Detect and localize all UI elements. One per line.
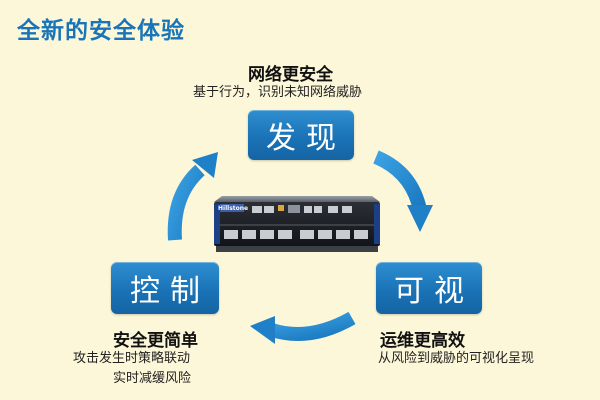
arrow-control-to-discover xyxy=(167,164,205,241)
arrow-visualize-to-control xyxy=(269,311,356,341)
arrow-discover-to-visualize-head xyxy=(407,205,433,232)
device-brand-label: Hillstone xyxy=(218,205,249,212)
badge-control: 控制 xyxy=(111,262,219,314)
arrow-control-to-discover-head xyxy=(192,152,218,178)
right-description: 从风险到威胁的可视化呈现 xyxy=(378,351,535,366)
badge-visualize: 可视 xyxy=(376,262,482,314)
arrow-visualize-to-control-head xyxy=(250,316,275,344)
top-description: 基于行为，识别未知网络威胁 xyxy=(193,85,363,100)
security-appliance xyxy=(214,196,380,252)
left-description-line2: 实时减缓风险 xyxy=(113,371,192,386)
arrow-discover-to-visualize xyxy=(373,150,427,212)
left-description-line1: 攻击发生时策略联动 xyxy=(73,351,191,366)
badge-discover: 发现 xyxy=(248,110,354,160)
left-heading: 安全更简单 xyxy=(113,331,198,351)
top-heading: 网络更安全 xyxy=(248,65,333,85)
page-title: 全新的安全体验 xyxy=(17,18,185,44)
right-heading: 运维更高效 xyxy=(380,331,465,351)
